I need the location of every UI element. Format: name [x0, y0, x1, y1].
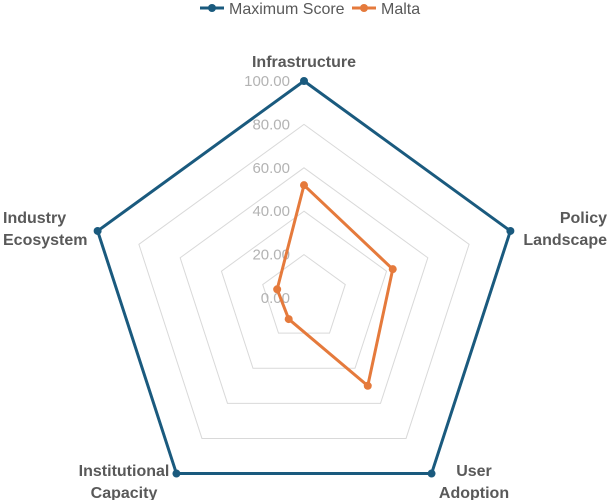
tick-label: 80.00: [252, 116, 290, 133]
legend-marker: [360, 4, 368, 12]
tick-label: 40.00: [252, 203, 290, 220]
axis-label: Infrastructure: [252, 54, 356, 71]
data-point: [273, 285, 282, 294]
tick-label: 100.00: [244, 73, 290, 90]
legend: Maximum Score Malta: [200, 1, 420, 18]
data-point: [427, 469, 436, 478]
grid-ring: [138, 123, 470, 439]
grid-ring: [97, 80, 511, 475]
series-layer: [93, 77, 515, 478]
legend-label: Malta: [381, 1, 420, 18]
radar-grid: [97, 80, 511, 475]
legend-marker: [208, 4, 216, 12]
grid-ring: [220, 210, 388, 369]
grid-ring: [179, 167, 429, 404]
data-point: [506, 226, 515, 235]
tick-label: 20.00: [252, 247, 290, 264]
data-point: [172, 469, 181, 478]
series-line-maximum-score: [96, 79, 512, 476]
data-point: [363, 381, 372, 390]
tick-label: 60.00: [252, 160, 290, 177]
data-point: [300, 77, 308, 85]
data-point: [300, 181, 308, 190]
legend-label: Maximum Score: [229, 1, 345, 18]
data-point: [93, 226, 102, 235]
data-point: [284, 315, 293, 324]
data-point: [388, 265, 397, 274]
series-line-malta: [275, 183, 395, 388]
